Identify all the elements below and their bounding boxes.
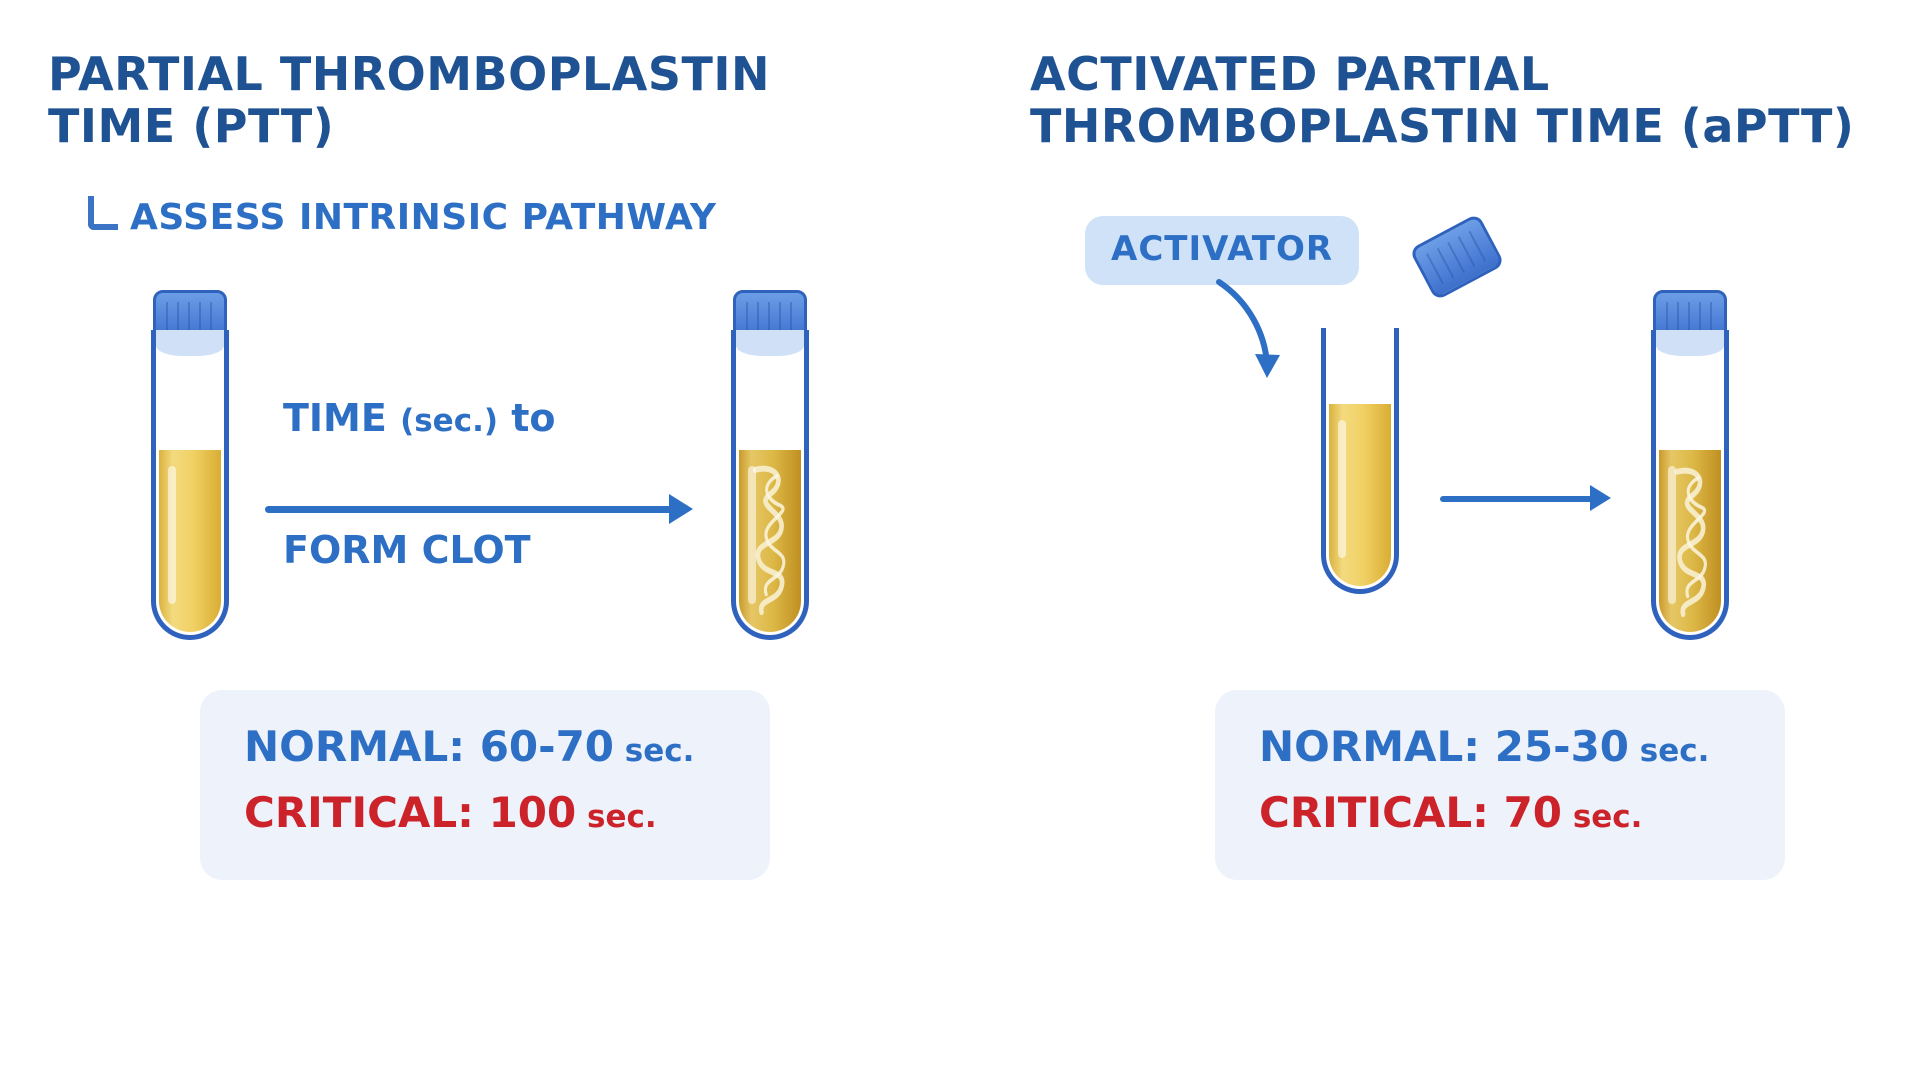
aptt-title: ACTIVATED PARTIAL THROMBOPLASTIN TIME (a… [1030,47,1855,153]
arrow-label-sec: (sec.) [400,403,499,439]
critical-unit: sec. [1562,799,1643,835]
activator-badge: ACTIVATOR [1085,216,1360,285]
ptt-subtitle: ASSESS INTRINSIC PATHWAY [130,197,717,238]
tube-body [1651,330,1729,640]
normal-unit: sec. [614,733,695,769]
aptt-critical-value: CRITICAL: 70 sec. [1259,782,1741,848]
tube-body-open [1321,328,1399,594]
test-tube-ptt-before [130,290,250,660]
aptt-results-box: NORMAL: 25-30 sec. CRITICAL: 70 sec. [1215,690,1785,880]
ptt-critical-value: CRITICAL: 100 sec. [244,782,726,848]
ptt-subtitle-row: ASSESS INTRINSIC PATHWAY [88,196,716,238]
aptt-process-arrow [1440,480,1650,520]
normal-unit: sec. [1629,733,1710,769]
arrow-label-top: TIME (sec.) to [283,396,556,440]
panel-aptt: ACTIVATED PARTIAL THROMBOPLASTIN TIME (a… [1000,0,1920,1080]
test-tube-aptt-after [1630,290,1750,660]
normal-value: 25-30 [1494,722,1630,771]
critical-label: CRITICAL: [244,788,489,837]
serum-fluid-clotted [739,450,801,632]
arrow-label-time: TIME [283,396,401,440]
arrow-head-icon [1590,485,1611,511]
aptt-normal-range: NORMAL: 25-30 sec. [1259,716,1741,782]
tube-body [731,330,809,640]
arrow-label-to: to [498,396,556,440]
arrow-head-icon [669,494,693,524]
arrow-shaft [265,506,677,513]
critical-unit: sec. [576,799,657,835]
ptt-title: PARTIAL THROMBOPLASTIN TIME (PTT) [48,47,770,153]
clot-icon [1663,456,1717,624]
critical-label: CRITICAL: [1259,788,1504,837]
serum-fluid-clotted [1659,450,1721,632]
normal-label: NORMAL: [1259,722,1495,771]
critical-value: 70 [1503,788,1563,837]
arrow-shaft [1440,496,1598,502]
clot-icon [743,456,797,624]
tube-body [151,330,229,640]
critical-value: 100 [488,788,577,837]
normal-label: NORMAL: [244,722,480,771]
ptt-normal-range: NORMAL: 60-70 sec. [244,716,726,782]
serum-fluid [1329,404,1391,586]
test-tube-aptt-before [1300,320,1420,690]
normal-value: 60-70 [479,722,615,771]
panel-ptt: PARTIAL THROMBOPLASTIN TIME (PTT) ASSESS… [48,47,830,880]
test-tube-ptt-after [710,290,830,660]
ptt-process-arrow: TIME (sec.) to FORM CLOT [265,396,715,572]
elbow-hook-icon [88,196,118,230]
serum-fluid [159,450,221,632]
arrow-label-bottom: FORM CLOT [283,528,531,572]
ptt-results-box: NORMAL: 60-70 sec. CRITICAL: 100 sec. [200,690,770,880]
